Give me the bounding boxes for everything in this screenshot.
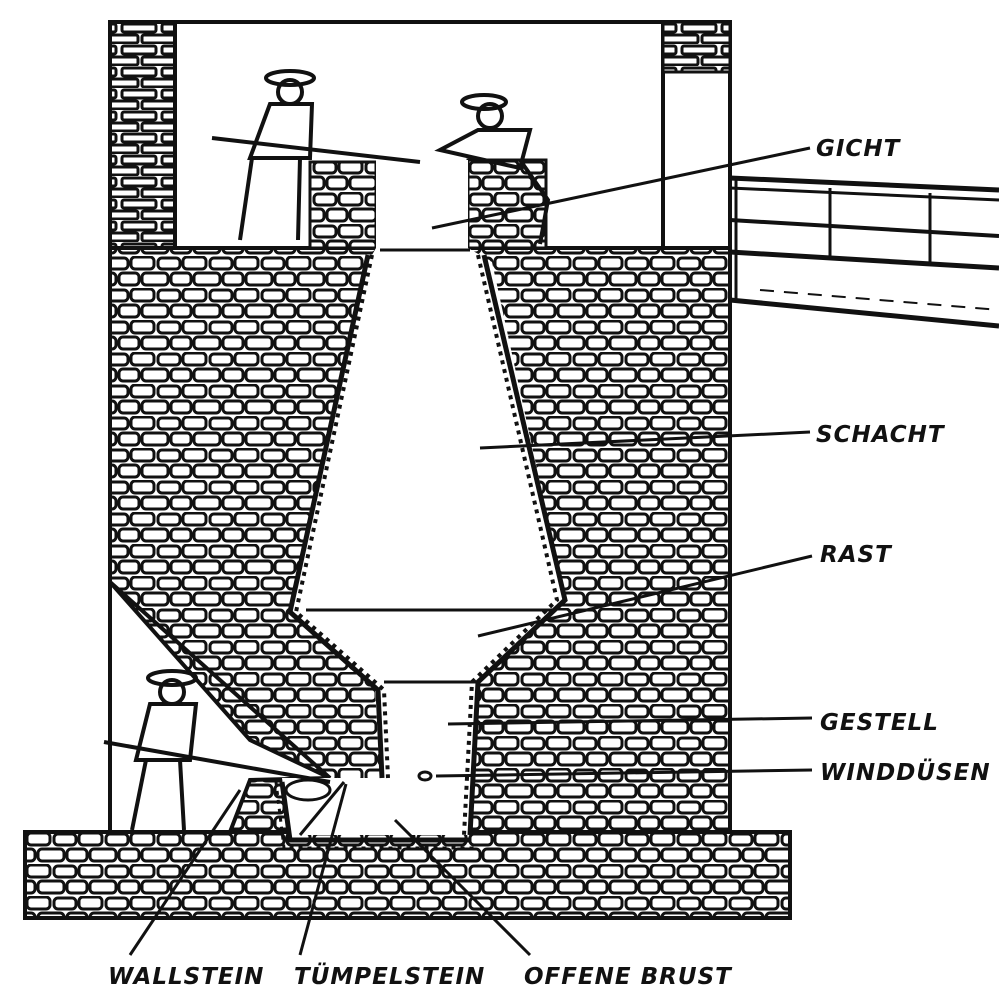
foundation	[23, 830, 792, 920]
leader-rast	[477, 554, 813, 638]
label-offene-brust: OFFENE BRUST	[524, 964, 733, 990]
leader-winddusen	[435, 768, 813, 778]
leader-tumpelstein	[298, 783, 348, 956]
leader-gicht	[431, 146, 811, 230]
left-tower-pillar	[108, 20, 177, 250]
leader-offene-brust	[393, 818, 532, 957]
leader-lines	[128, 146, 813, 957]
leader-gestell	[447, 716, 813, 726]
worker-bottom-left	[103, 669, 331, 831]
charging-bridge	[729, 175, 999, 329]
label-gicht: GICHT	[816, 136, 902, 162]
label-rast: RAST	[820, 542, 893, 568]
furnace-cavity	[274, 160, 568, 850]
worker-top-right	[434, 93, 551, 245]
label-tumpelstein: TÜMPELSTEIN	[294, 962, 485, 990]
tumpelstein-stone	[298, 781, 346, 836]
labels: GICHT SCHACHT RAST GESTELL WINDDÜSEN WAL…	[108, 136, 991, 990]
leader-schacht	[479, 430, 811, 450]
worker-top-left	[211, 69, 421, 241]
label-gestell: GESTELL	[820, 710, 939, 736]
label-schacht: SCHACHT	[816, 422, 946, 448]
tuyere-opening	[417, 770, 433, 782]
leader-wallstein	[128, 789, 242, 956]
label-winddusen: WINDDÜSEN	[820, 758, 991, 786]
label-wallstein: WALLSTEIN	[108, 964, 264, 990]
